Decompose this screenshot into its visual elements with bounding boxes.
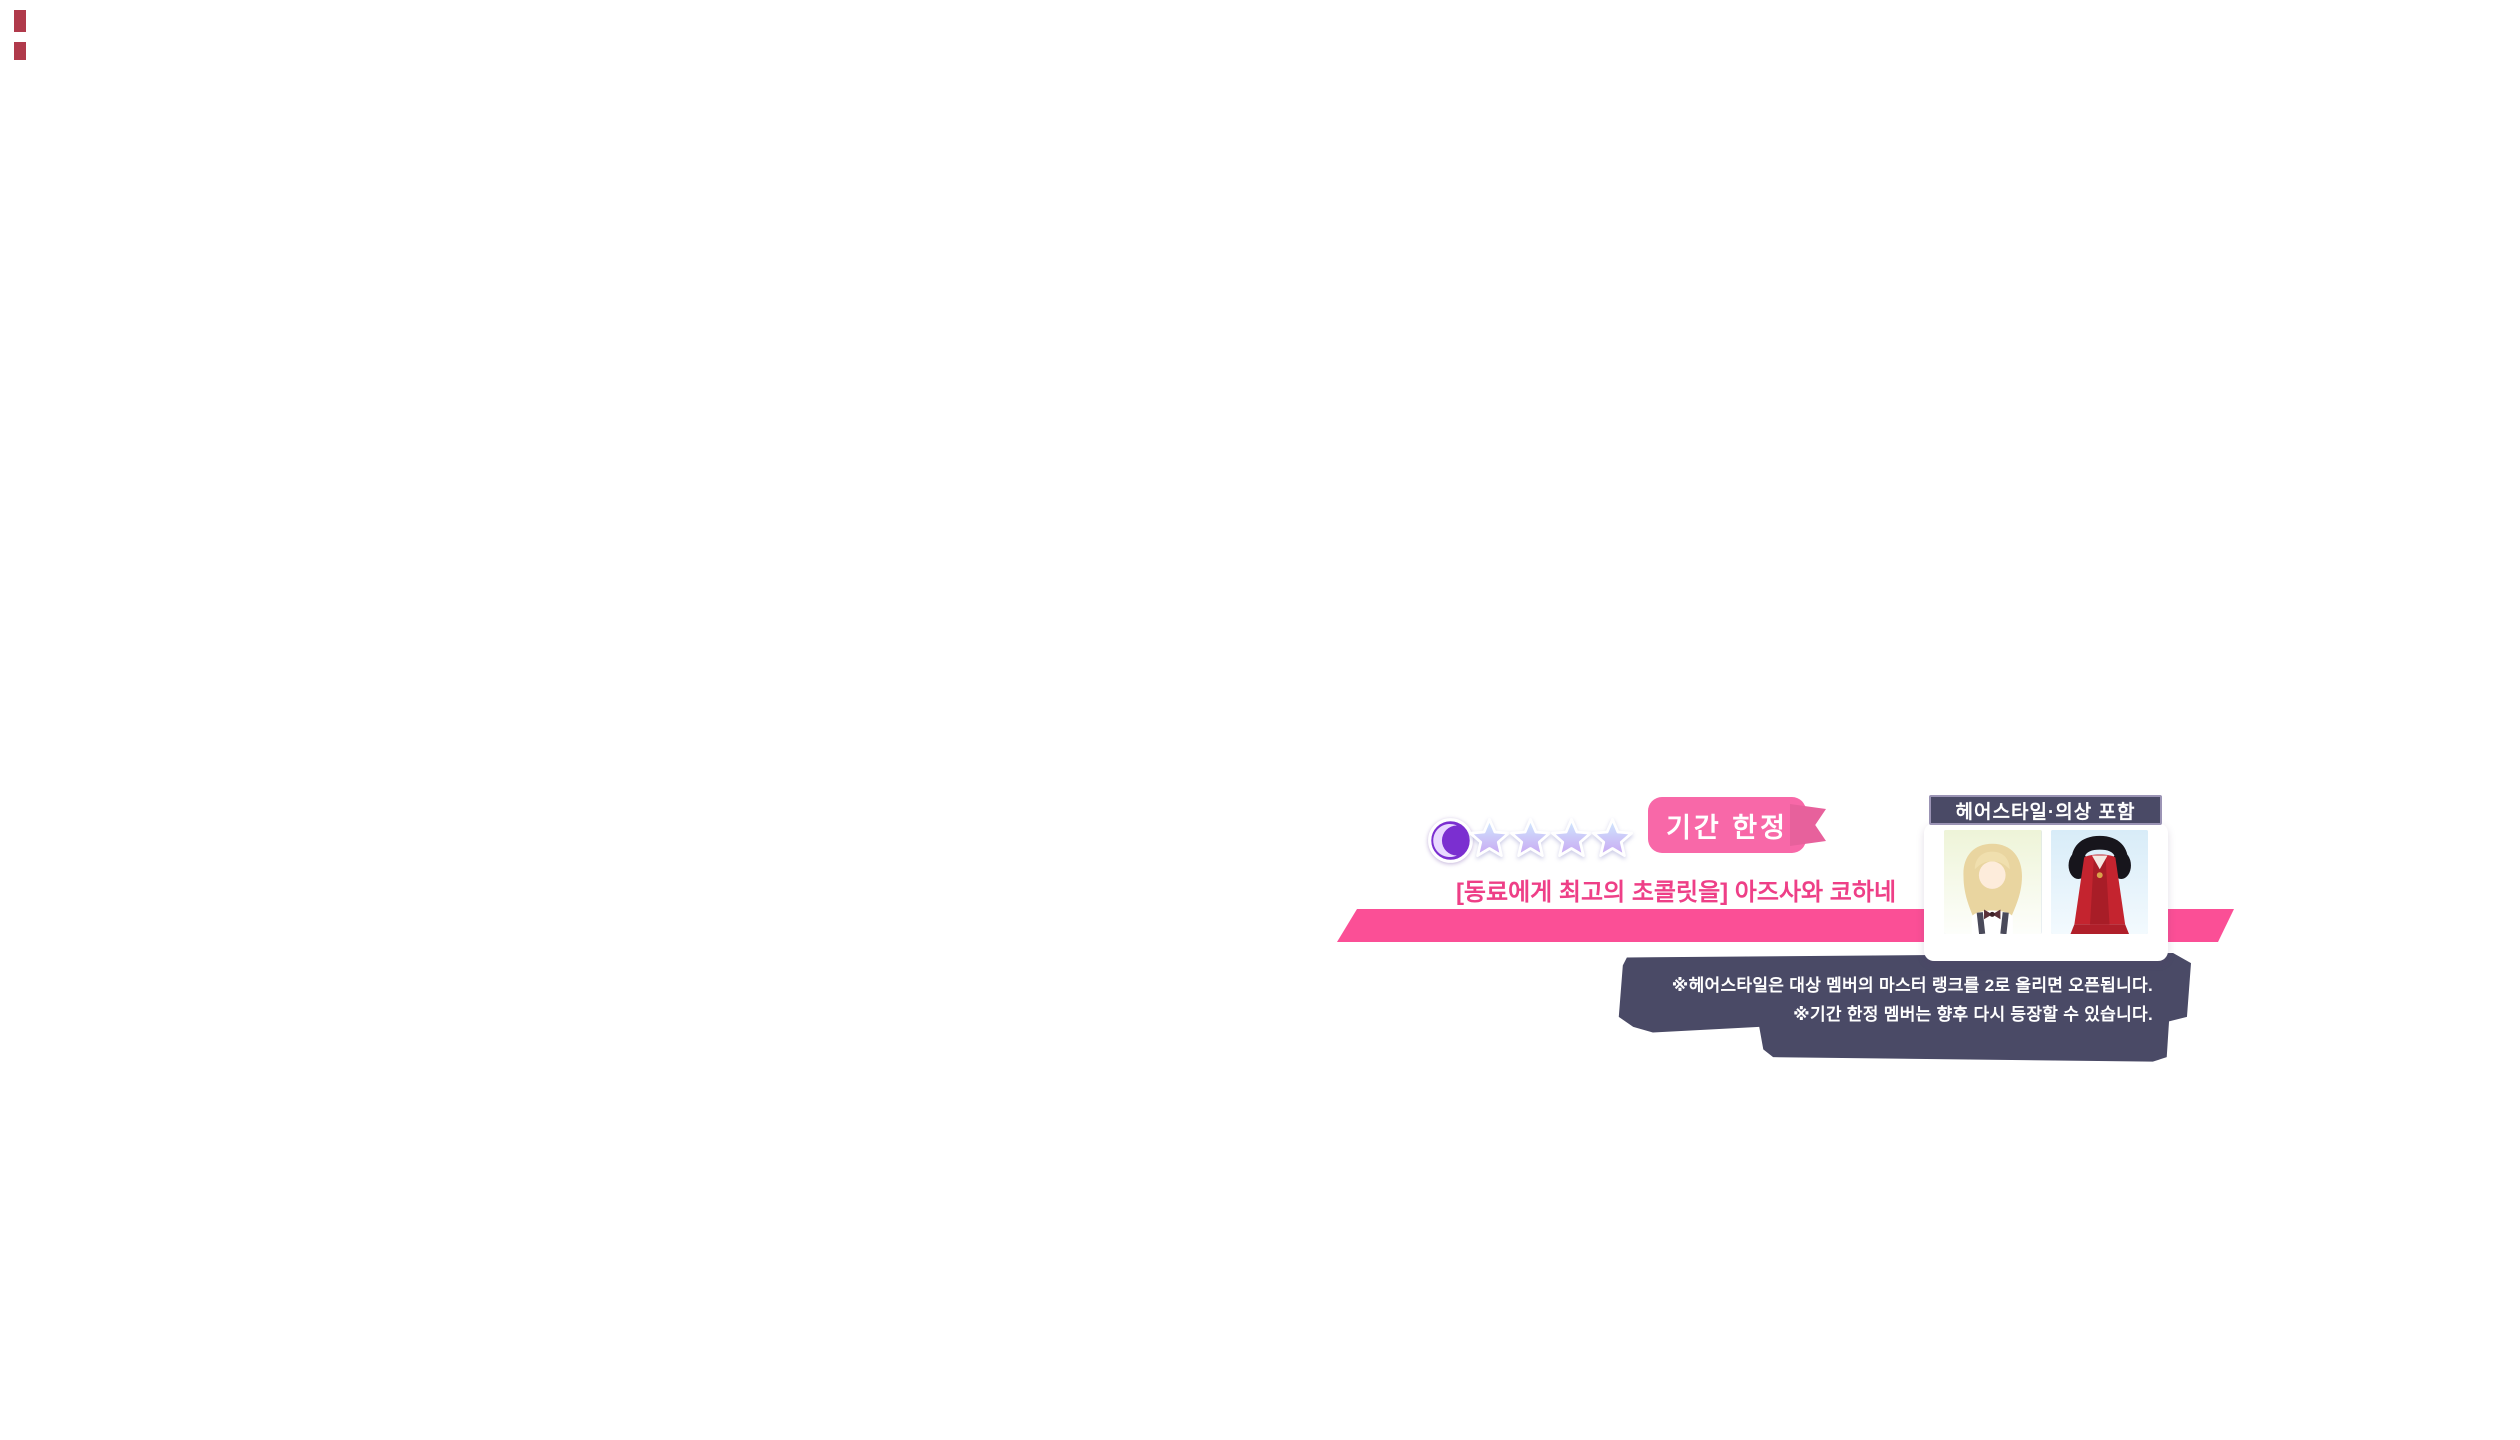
- limited-time-badge-label: 기간 한정: [1666, 812, 1788, 843]
- notice-line-hairstyle: ※헤어스타일은 대상 멤버의 마스터 랭크를 2로 올리면 오픈됩니다.: [1671, 976, 2153, 995]
- star-icon: [1549, 816, 1594, 861]
- bonus-items-card: [1924, 823, 2168, 961]
- notice-line-limited: ※기간 한정 멤버는 향후 다시 등장할 수 있습니다.: [1793, 1005, 2153, 1024]
- star-icon: [1590, 816, 1635, 861]
- notice-box: ※헤어스타일은 대상 멤버의 마스터 랭크를 2로 올리면 오픈됩니다. ※기간…: [1618, 953, 2191, 1062]
- outfit-preview-thumbnail[interactable]: [2050, 830, 2148, 934]
- limited-time-badge: 기간 한정: [1648, 797, 1806, 853]
- rarity-stars: [1468, 816, 1635, 861]
- hairstyle-outfit-included-badge: 헤어스타일·의상 포함: [1929, 795, 2162, 825]
- star-icon: [1467, 816, 1512, 861]
- corner-mark: [14, 42, 26, 60]
- hairstyle-preview-thumbnail[interactable]: [1944, 830, 2042, 934]
- star-icon: [1508, 816, 1553, 861]
- crescent-moon-attribute-icon: [1427, 817, 1474, 864]
- member-card-title: [동료에게 최고의 초콜릿을] 아즈사와 코하네: [1455, 879, 1897, 906]
- corner-mark: [14, 10, 26, 32]
